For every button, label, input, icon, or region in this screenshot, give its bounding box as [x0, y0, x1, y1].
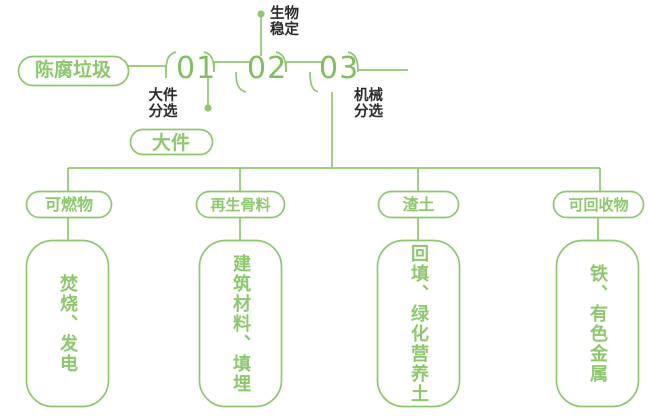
detail-box-3-outline — [376, 239, 461, 408]
detail-box-4-outline — [555, 239, 640, 408]
dot-step-02-note — [257, 10, 265, 18]
step-note-02: 生物 稳定 — [270, 6, 299, 39]
line-02-to-03 — [285, 61, 323, 72]
source-pill-outline — [17, 55, 130, 87]
detail-box-2-outline — [198, 239, 283, 408]
bracket-left-01 — [165, 51, 177, 73]
detail-text-2: 建筑材料、填埋 — [230, 254, 252, 394]
branch-pill-label: 大件 — [151, 132, 190, 154]
category-pill-label-3: 渣土 — [402, 195, 435, 214]
branch-pill-outline — [129, 128, 214, 156]
bracket-right-03 — [347, 51, 359, 73]
detail-text-3: 回填、绿化营养土 — [408, 244, 430, 404]
source-pill-label: 陈腐垃圾 — [34, 59, 111, 81]
line-01-to-02 — [213, 61, 251, 72]
category-pill-label-2: 再生骨料 — [210, 196, 271, 214]
step-number-02: 02 — [247, 51, 288, 86]
step-note-03: 机械 分选 — [354, 88, 383, 121]
step-note-01: 大件 分选 — [148, 88, 178, 121]
step-number-03: 03 — [319, 51, 360, 86]
category-pill-label-1: 可燃物 — [44, 195, 93, 214]
step-number-01: 01 — [176, 51, 217, 86]
bracket-left-03 — [309, 71, 319, 93]
dot-step-01-note — [204, 104, 212, 112]
detail-text-1: 焚烧、发电 — [57, 274, 79, 374]
category-pill-1-outline — [25, 190, 113, 219]
category-pill-label-4: 可回收物 — [568, 196, 629, 214]
detail-text-4: 铁、有色金属 — [587, 264, 609, 384]
detail-box-1-outline — [25, 239, 110, 408]
bracket-left-02 — [235, 71, 247, 93]
